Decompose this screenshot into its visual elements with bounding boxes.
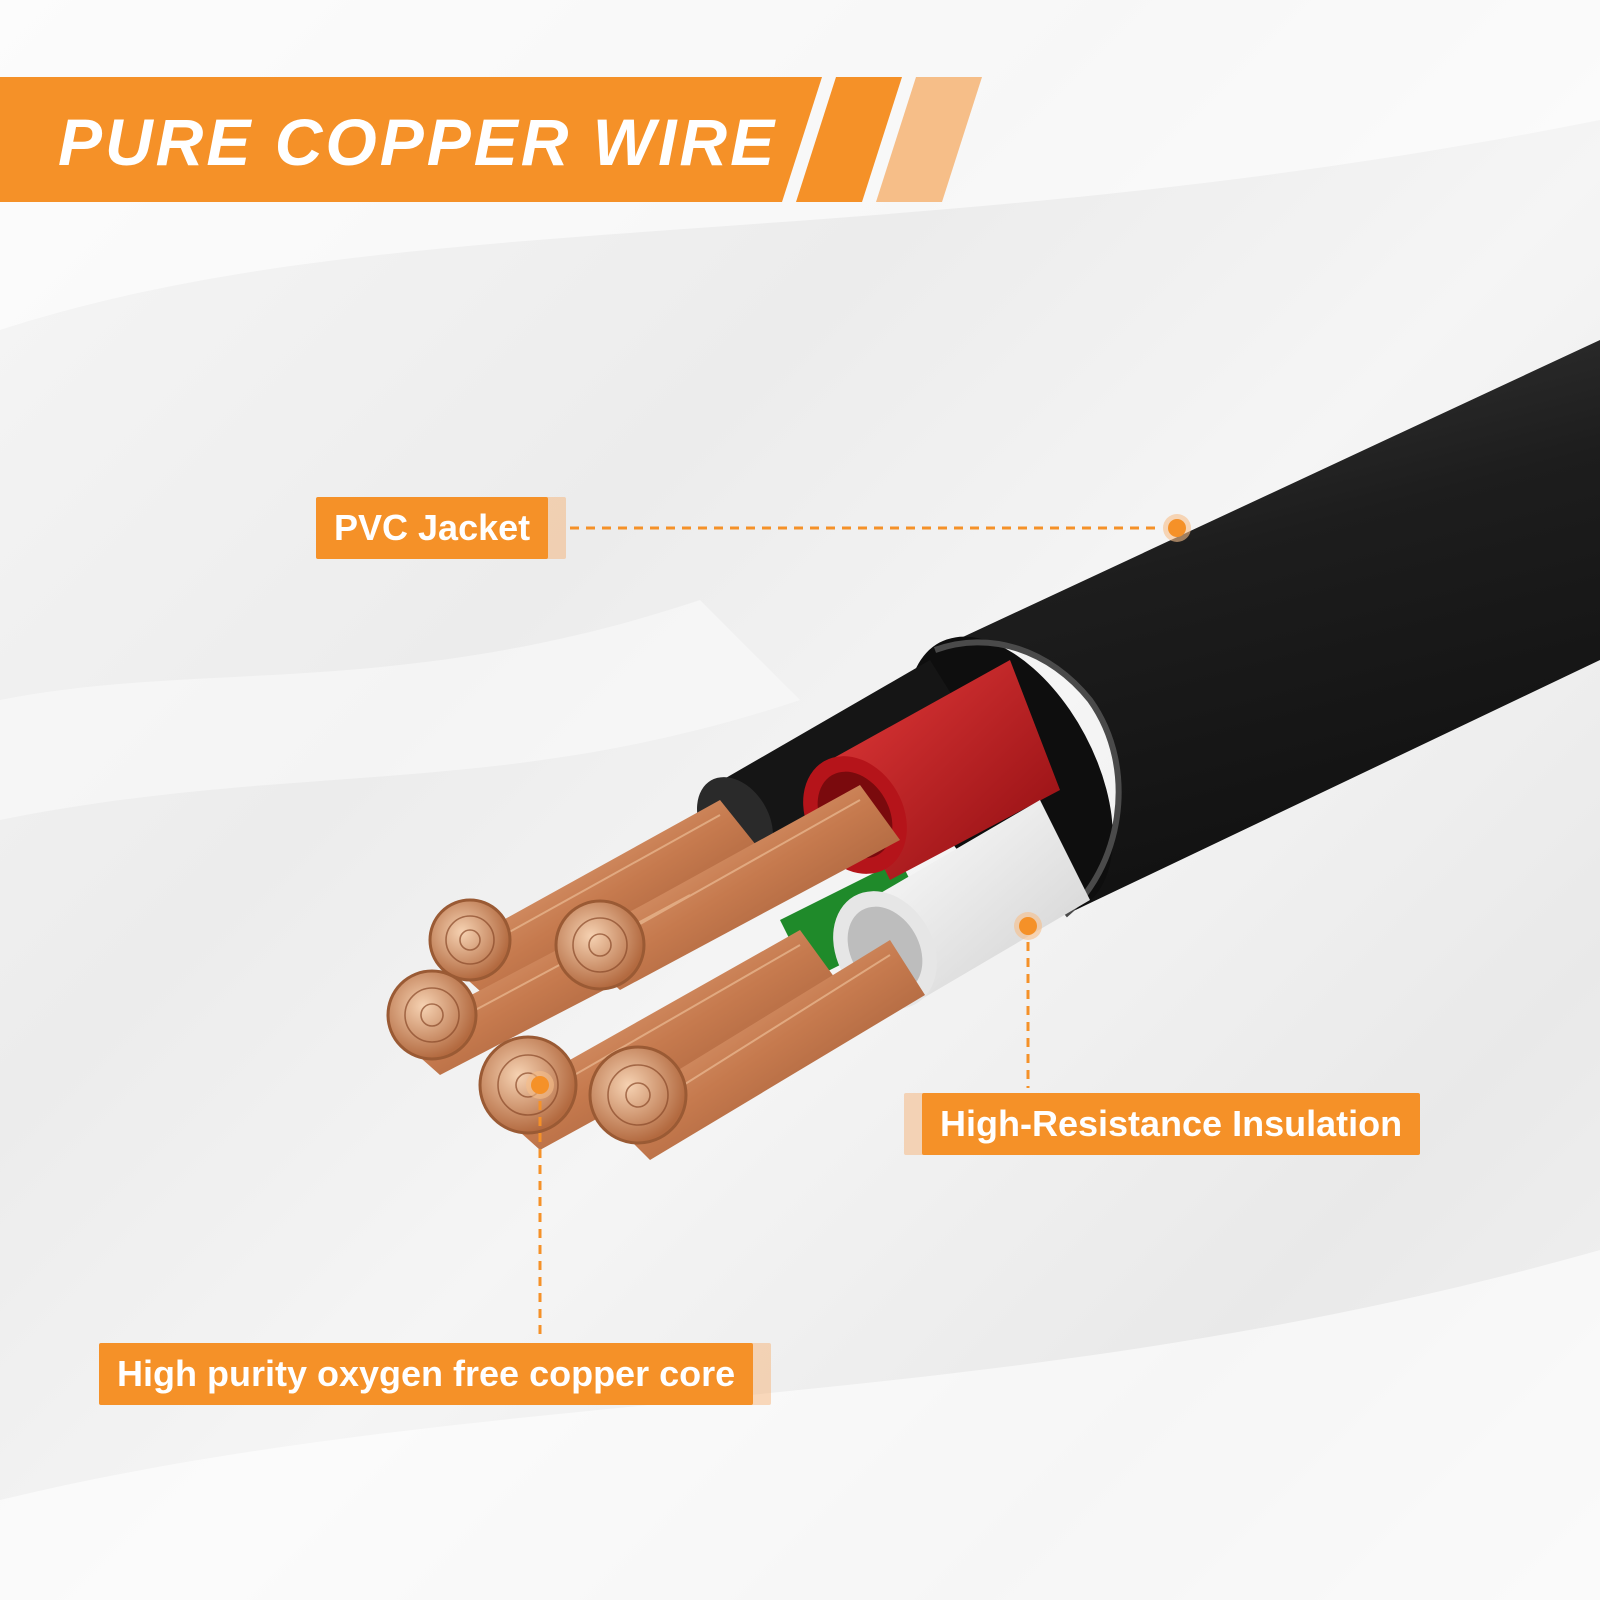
label-copper-core: High purity oxygen free copper core [99,1343,754,1405]
callout-target-dots [526,514,1191,1099]
callout-leaders [538,526,1160,1340]
banner-title: PURE COPPER WIRE [58,105,778,179]
title-banner [0,77,982,202]
label-pvc-jacket: PVC Jacket [316,497,549,559]
copper-strands [386,785,925,1160]
label-high-resistance-insulation: High-Resistance Insulation [922,1093,1421,1155]
